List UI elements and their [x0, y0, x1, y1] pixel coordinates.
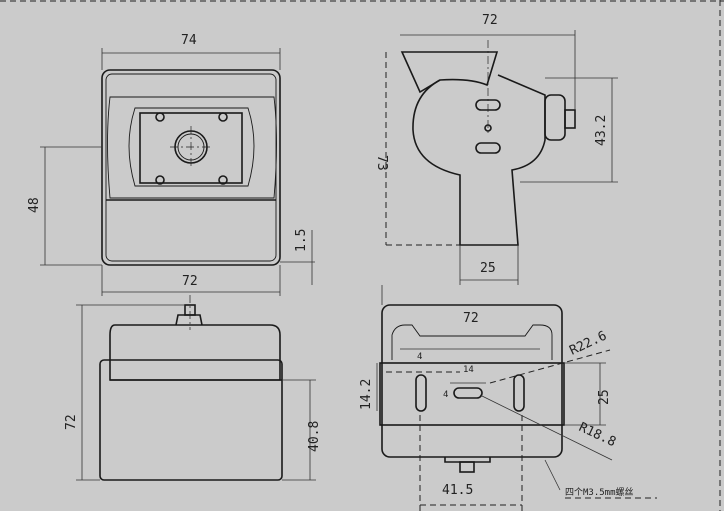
bottom-view: 72 4 14 4 14.2 25 R22.6 R18.8 41.5 四个M3.…: [359, 285, 657, 511]
dim-bottom-band-25: 25: [597, 389, 612, 405]
dim-front-width-74: 74: [181, 33, 197, 48]
side-view: 72 73 43.2 25: [374, 13, 618, 285]
dim-bottom-inner-4: 4: [417, 352, 422, 362]
back-view: 72 40.8: [64, 295, 322, 481]
dim-side-height-73: 73: [374, 155, 389, 171]
screw-note: 四个M3.5mm螺丝: [565, 486, 634, 498]
dim-radius-22-6: R22.6: [567, 328, 609, 358]
dim-back-lower-40-8: 40.8: [307, 421, 322, 452]
dim-side-mount-43-2: 43.2: [594, 115, 609, 146]
dim-front-height-48: 48: [27, 197, 42, 213]
dim-bottom-slot-height-4: 4: [443, 390, 448, 400]
dim-bottom-width-41-5: 41.5: [442, 483, 473, 498]
dim-side-width-72: 72: [482, 13, 498, 28]
dim-bottom-width-72: 72: [463, 311, 479, 326]
dim-front-width-72: 72: [182, 274, 198, 289]
dim-bottom-slot-14: 14: [463, 365, 474, 375]
dim-side-base-25: 25: [480, 261, 496, 276]
dim-back-height-72: 72: [64, 414, 79, 430]
front-view: 74 72 48 1.5: [27, 33, 315, 296]
dim-front-offset-1-5: 1.5: [294, 229, 309, 252]
dim-bottom-band-14-2: 14.2: [359, 379, 374, 410]
